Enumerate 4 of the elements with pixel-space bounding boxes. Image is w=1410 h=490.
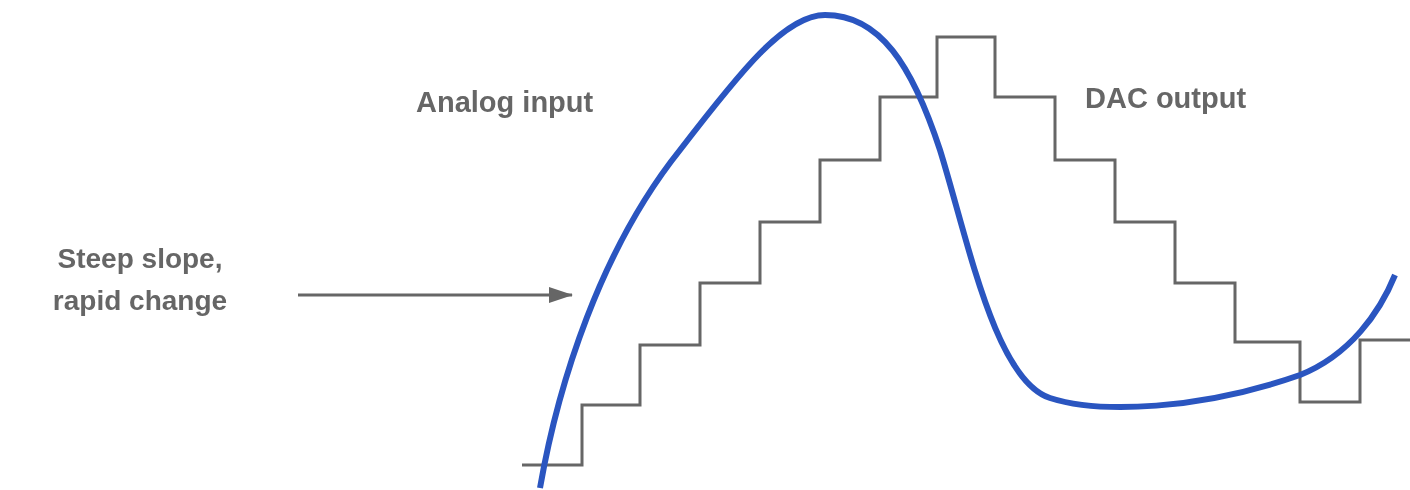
curve-label: Analog input xyxy=(416,86,594,119)
curve-label: DAC output xyxy=(1085,82,1247,115)
arrow xyxy=(298,287,573,303)
annotation-text: Steep slope, rapid change xyxy=(30,235,250,325)
